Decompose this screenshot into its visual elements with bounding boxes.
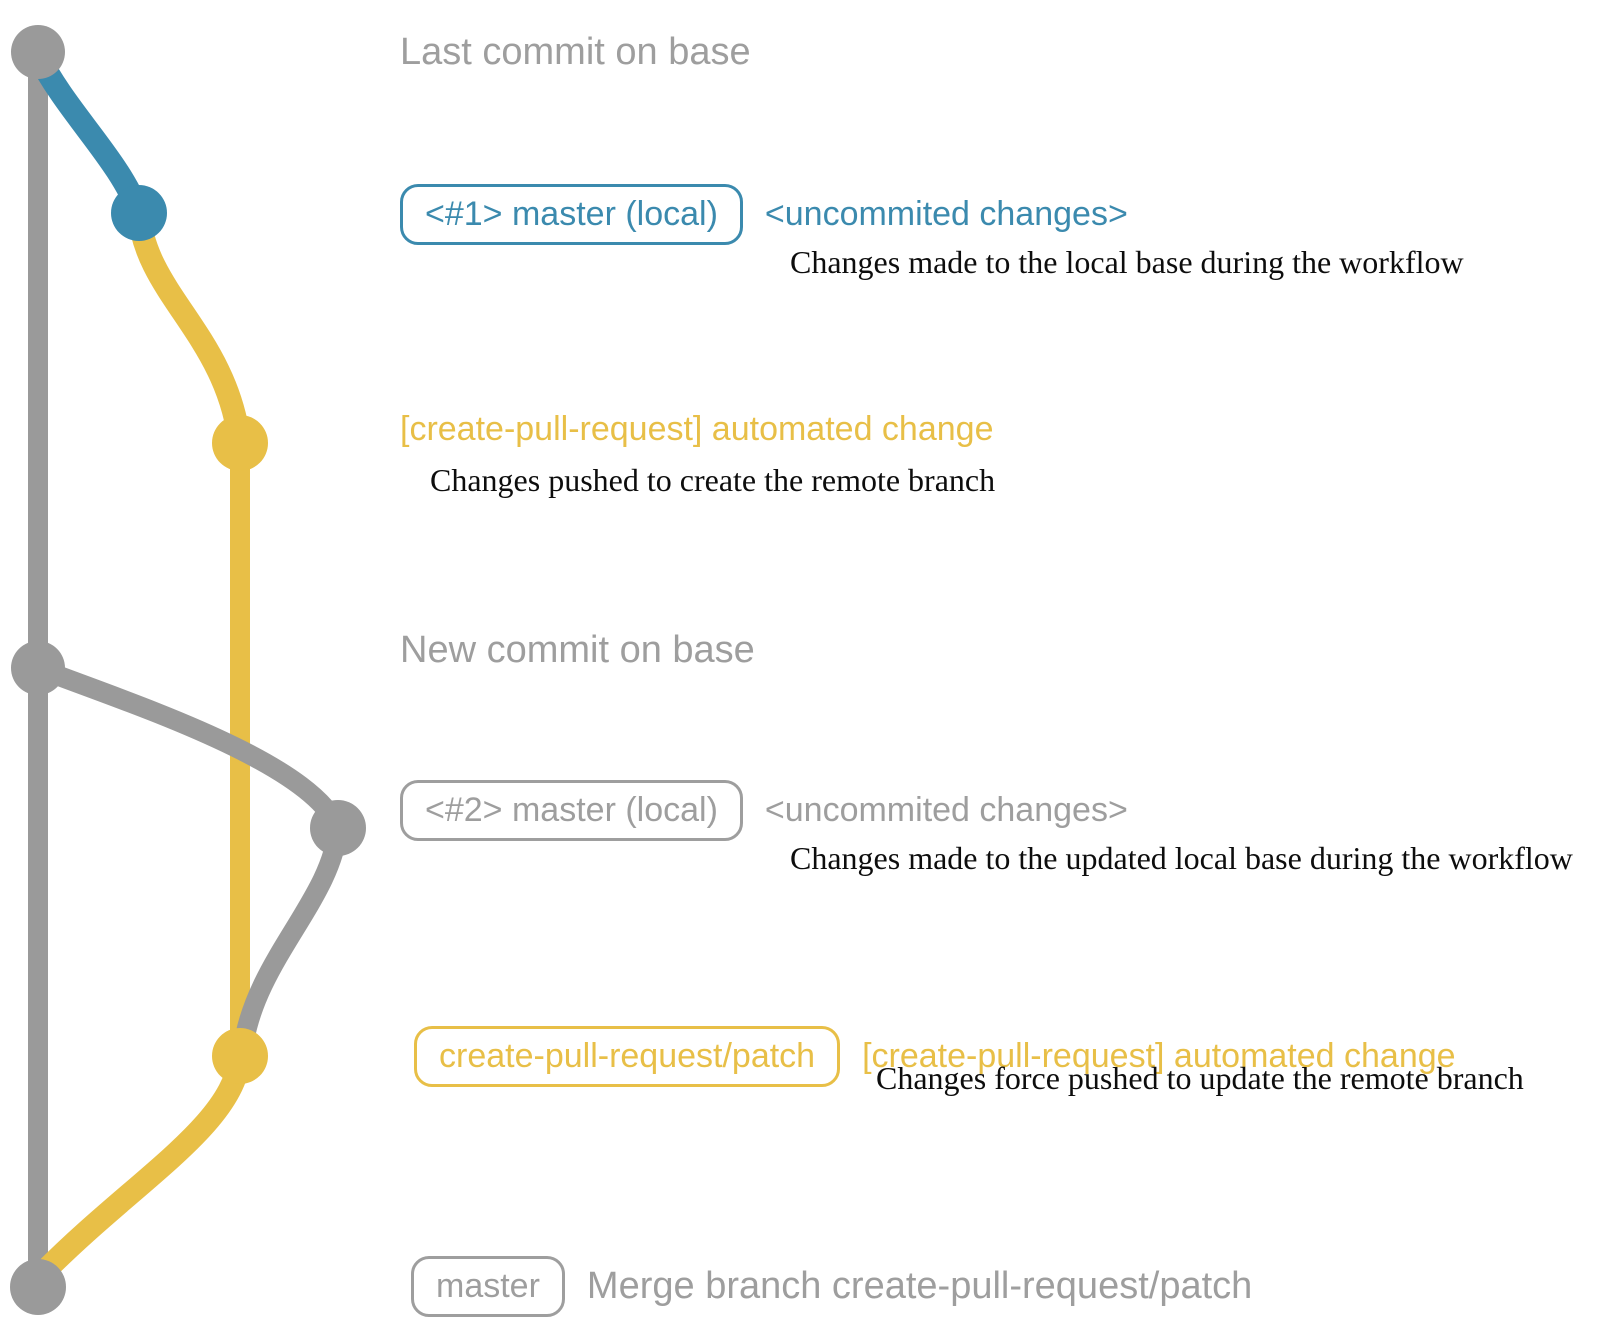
- automated-change-2-title: [create-pull-request] automated change: [862, 1037, 1456, 1075]
- new-commit-label: New commit on base: [400, 629, 755, 671]
- commit-dot-automated-change-1: [212, 415, 268, 471]
- commit-dot-uncommitted-changes-1: [111, 185, 167, 241]
- local-master2-branch-line: [28, 658, 348, 838]
- uncommitted-changes-2-title: <uncommited changes>: [764, 791, 1128, 829]
- commit-dot-automated-change-2: [212, 1028, 268, 1084]
- patch-branch-merge-curve: [32, 1044, 252, 1284]
- commit-dot-uncommitted-changes-2: [310, 800, 366, 856]
- master-local-2-badge: <#2> master (local): [400, 780, 743, 842]
- automated-change-2-caption: Changes force pushed to update the remot…: [876, 1060, 1524, 1096]
- commit-dot-last-commit-on-base: [11, 25, 65, 79]
- master-local-1-badge: <#1> master (local): [400, 184, 743, 246]
- uncommitted-changes-2-caption: Changes made to the updated local base d…: [790, 840, 1573, 876]
- last-commit-label: Last commit on base: [400, 31, 751, 73]
- commit-dot-merge-commit: [10, 1259, 66, 1315]
- uncommitted-changes-1-row: <#1> master (local) <uncommited changes>: [400, 184, 1128, 246]
- automated-change-1-caption: Changes pushed to create the remote bran…: [430, 462, 996, 498]
- merge-commit-title: Merge branch create-pull-request/patch: [586, 1264, 1253, 1307]
- patch-branch-badge: create-pull-request/patch: [414, 1026, 841, 1088]
- patch-branch-curve-top: [127, 201, 252, 458]
- local-master-branch-line: [26, 43, 151, 225]
- master-badge: master: [411, 1256, 565, 1318]
- merge-commit-row: master Merge branch create-pull-request/…: [411, 1256, 1253, 1318]
- local-master2-to-patch-curve: [233, 818, 348, 1058]
- automated-change-1-title: [create-pull-request] automated change: [400, 410, 994, 448]
- automated-change-2-row: create-pull-request/patch [create-pull-r…: [414, 1026, 1456, 1088]
- uncommitted-changes-2-row: <#2> master (local) <uncommited changes>: [400, 780, 1128, 842]
- uncommitted-changes-1-caption: Changes made to the local base during th…: [790, 244, 1464, 280]
- commit-dot-new-commit-on-base: [11, 641, 65, 695]
- uncommitted-changes-1-title: <uncommited changes>: [764, 195, 1128, 233]
